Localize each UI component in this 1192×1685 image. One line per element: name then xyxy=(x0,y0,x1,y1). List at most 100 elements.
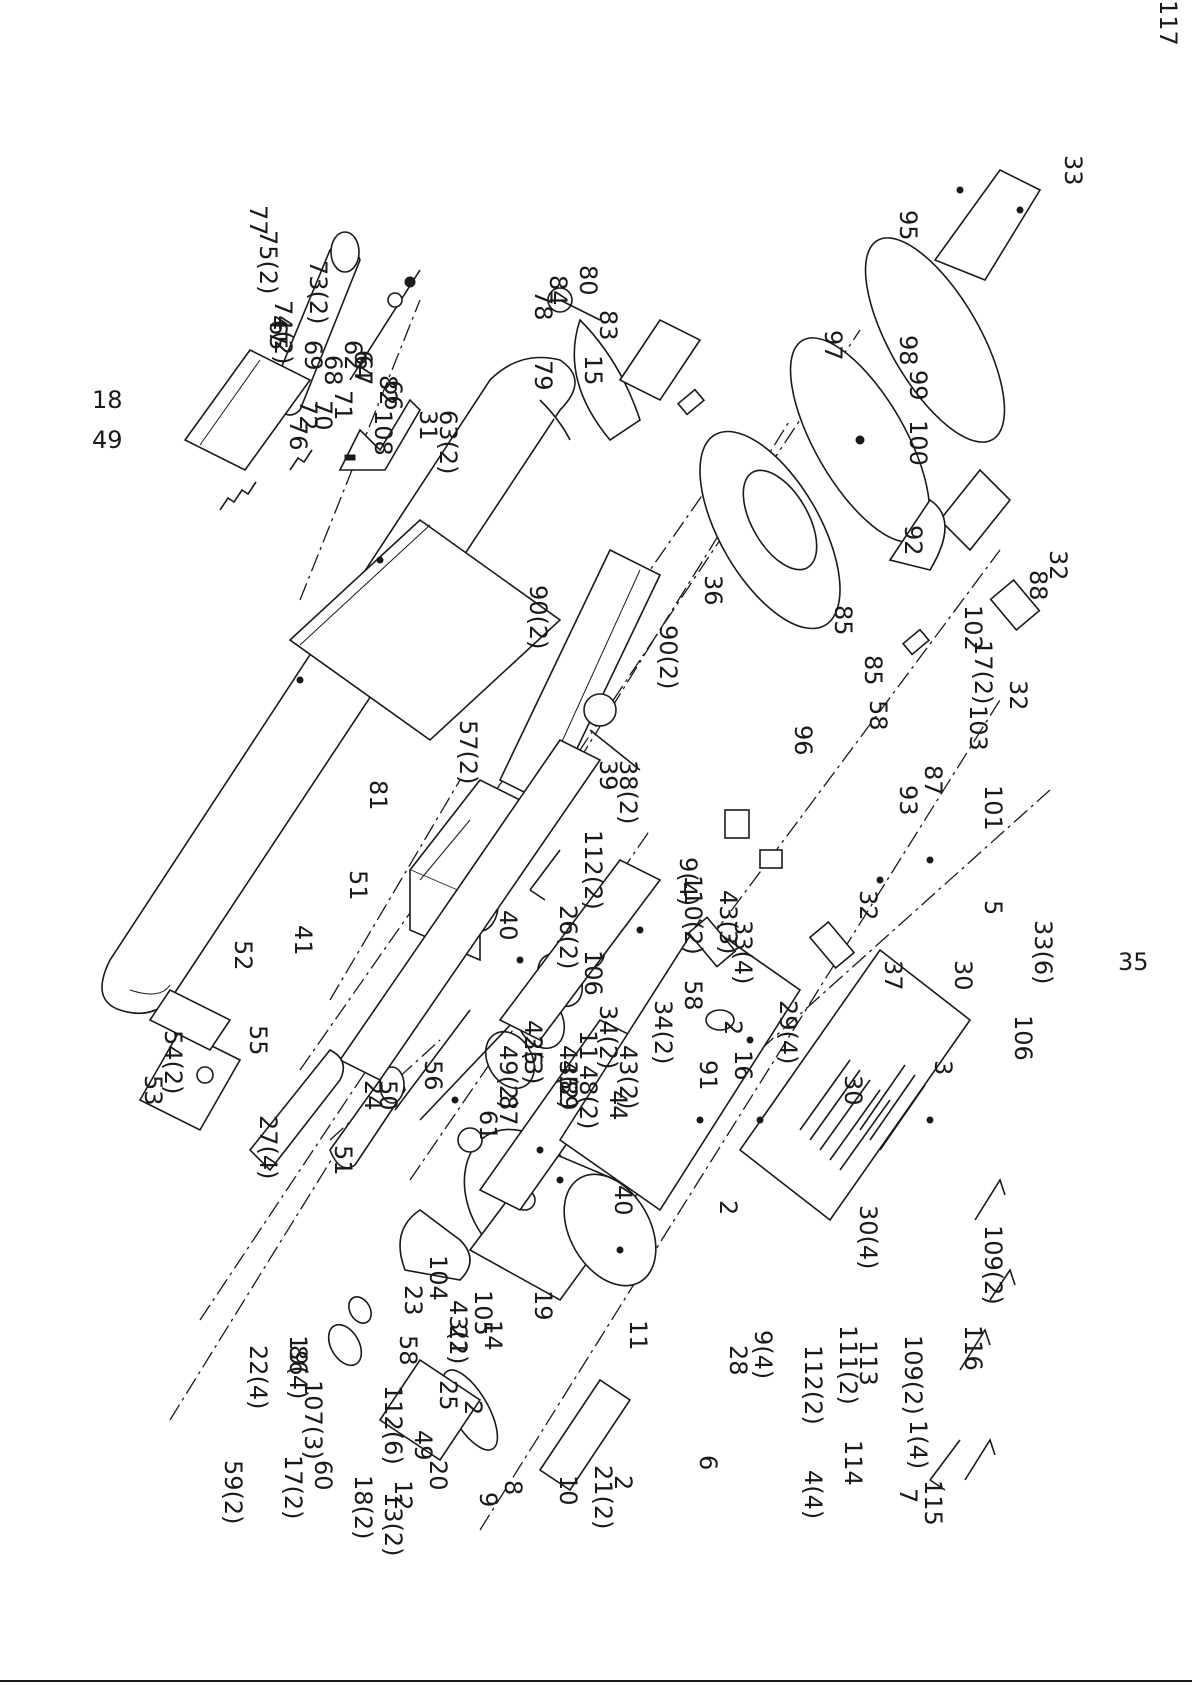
tracking-bracket-drawing xyxy=(183,348,313,511)
part-label-136: 109(2) xyxy=(899,1335,927,1415)
part-label-92: 69 xyxy=(299,340,327,371)
part-label-73: 52 xyxy=(229,940,257,971)
hex-keys-drawing xyxy=(959,1178,1016,1481)
part-label-141: 112(6) xyxy=(379,1385,407,1465)
part-label-138: 111(2) xyxy=(834,1325,862,1405)
part-label-4: 2 xyxy=(714,1200,742,1215)
part-label-36: 27(4) xyxy=(254,1115,282,1180)
part-label-127: 102 xyxy=(959,605,987,651)
miter-gauge-drawing xyxy=(539,287,702,442)
part-label-25: 18(2) xyxy=(349,1475,377,1540)
side-mark-1: 18 xyxy=(92,386,123,414)
part-label-71: 51 xyxy=(344,870,372,901)
part-label-41: 30(4) xyxy=(854,1205,882,1270)
part-label-112: 87 xyxy=(919,765,947,796)
cover-drawing xyxy=(138,988,345,1172)
part-label-44: 32 xyxy=(1004,680,1032,711)
part-label-30: 21(2) xyxy=(589,1465,617,1530)
part-label-135: 109(2) xyxy=(979,1225,1007,1305)
part-label-103: 80 xyxy=(574,265,602,296)
part-label-33: 24 xyxy=(359,1080,387,1111)
part-label-78: 57(2) xyxy=(454,720,482,785)
part-label-122: 97 xyxy=(819,330,847,361)
part-label-62: 43(3) xyxy=(714,890,742,955)
part-label-142: 113 xyxy=(854,1340,882,1386)
part-label-91: 68 xyxy=(319,355,347,386)
part-label-27: 19(4) xyxy=(284,1335,312,1400)
part-label-64: 44 xyxy=(604,1090,632,1121)
part-label-39: 30 xyxy=(839,1075,867,1106)
part-label-63: 43(2) xyxy=(614,1045,642,1110)
part-label-43: 32 xyxy=(854,890,882,921)
part-label-126: 101 xyxy=(979,785,1007,831)
part-label-70: 50 xyxy=(374,1080,402,1111)
part-label-114: 89 xyxy=(554,1080,582,1111)
sanding-belt-drawing xyxy=(101,356,576,1015)
part-label-129: 104 xyxy=(424,1255,452,1301)
part-label-47: 33(4) xyxy=(729,920,757,985)
part-label-61: 43(2) xyxy=(444,1300,472,1365)
part-label-31: 22(4) xyxy=(244,1345,272,1410)
part-label-32: 23 xyxy=(399,1285,427,1316)
part-label-66: 47 xyxy=(264,315,292,346)
part-label-76: 55 xyxy=(244,1025,272,1056)
part-label-1: 1(4) xyxy=(904,1420,932,1469)
part-label-124: 99 xyxy=(904,370,932,401)
part-label-107: 84 xyxy=(544,275,572,306)
part-label-110: 86 xyxy=(284,1345,312,1376)
part-label-53: 37 xyxy=(879,960,907,991)
part-label-37: 28 xyxy=(724,1345,752,1376)
part-label-13: 9(4) xyxy=(674,857,702,906)
part-label-109: 85 xyxy=(859,655,887,686)
part-label-9: 6 xyxy=(694,1455,722,1470)
part-label-130: 105 xyxy=(469,1290,497,1336)
part-label-118: 92 xyxy=(899,525,927,556)
part-label-132: 106 xyxy=(1009,1015,1037,1061)
side-mark-2: 49 xyxy=(92,426,123,454)
part-label-101: 78 xyxy=(529,290,557,321)
part-label-145: 116 xyxy=(959,1325,987,1371)
part-label-17: 11 xyxy=(574,1030,602,1061)
part-label-96: 73(2) xyxy=(304,260,332,325)
drive-roller-drawing xyxy=(329,1009,471,1169)
tension-lever-drawing xyxy=(338,398,422,471)
part-label-143: 114 xyxy=(839,1440,867,1486)
part-label-120: 95 xyxy=(894,210,922,241)
part-label-80: 58 xyxy=(679,980,707,1011)
part-label-24: 17(2) xyxy=(279,1455,307,1520)
part-label-90: 67 xyxy=(349,355,377,386)
part-label-108: 85 xyxy=(829,605,857,636)
part-label-26: 19 xyxy=(529,1290,557,1321)
part-label-23: 17(2) xyxy=(969,640,997,705)
part-label-146: 117 xyxy=(1154,0,1182,46)
capacitor-drawing xyxy=(687,809,856,970)
part-label-68: 49 xyxy=(409,1430,437,1461)
part-label-3: 2 xyxy=(609,1475,637,1490)
part-label-28: 20 xyxy=(424,1460,452,1491)
part-label-140: 112(2) xyxy=(579,830,607,910)
part-label-95: 72 xyxy=(294,400,322,431)
part-label-58: 41 xyxy=(289,925,317,956)
part-label-11: 8 xyxy=(499,1480,527,1495)
frame-rail-drawing xyxy=(338,738,662,1212)
part-label-52: 36 xyxy=(699,575,727,606)
fasteners-drawing xyxy=(451,856,934,1254)
part-label-69: 49(2) xyxy=(494,1045,522,1110)
part-label-19: 13(2) xyxy=(379,1492,407,1557)
part-label-12: 9 xyxy=(474,1492,502,1507)
part-label-74: 53 xyxy=(139,1075,167,1106)
part-label-89: 66 xyxy=(379,380,407,411)
part-label-86: 63(2) xyxy=(434,410,462,475)
part-label-77: 56 xyxy=(419,1060,447,1091)
part-label-115: 90(2) xyxy=(524,585,552,650)
part-label-42: 31 xyxy=(414,410,442,441)
part-label-102: 79 xyxy=(529,360,557,391)
part-label-72: 51 xyxy=(329,1145,357,1176)
part-label-128: 103 xyxy=(964,705,992,751)
part-label-59: 42(3) xyxy=(519,1020,547,1085)
part-label-75: 54(2) xyxy=(159,1030,187,1095)
switch-box-drawing xyxy=(888,468,1041,632)
part-label-5: 2 xyxy=(719,1020,747,1035)
part-label-106: 83 xyxy=(594,310,622,341)
